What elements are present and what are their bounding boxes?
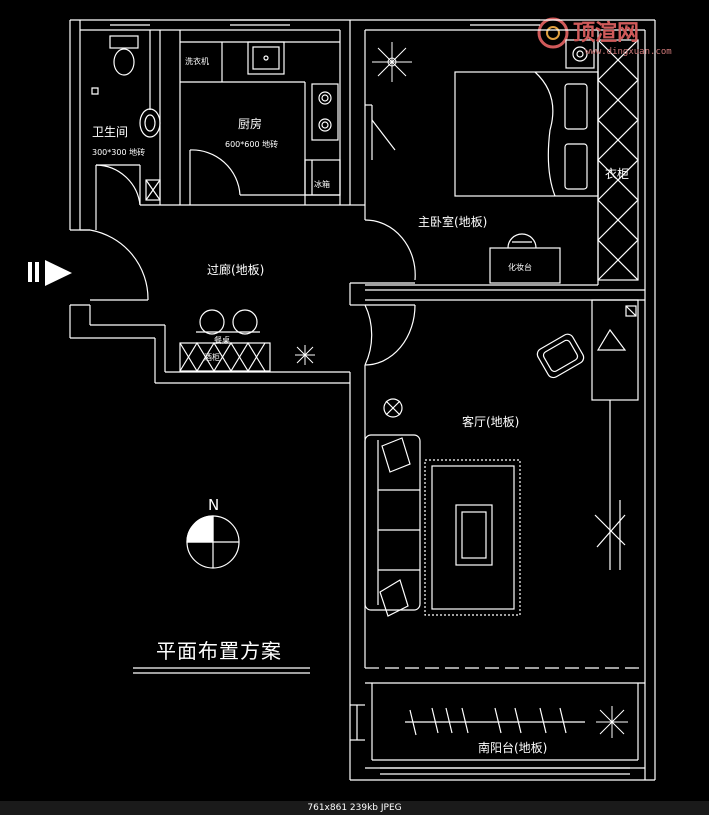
exterior-walls	[69, 19, 656, 781]
bathroom-label: 卫生间	[92, 125, 128, 139]
stove-icon	[311, 83, 339, 141]
washer-label: 洗衣机	[185, 56, 209, 66]
wardrobe-label: 衣柜	[605, 166, 629, 181]
corridor-label: 过廊(地板)	[207, 262, 264, 277]
master-bedroom-label: 主卧室(地板)	[418, 214, 487, 229]
cabinet-label: 酒柜	[204, 352, 220, 362]
watermark-text: 顶渲网	[573, 20, 639, 46]
kitchen-label: 厨房	[238, 116, 262, 131]
cabinet-icon	[179, 342, 271, 372]
armchair-icon	[536, 333, 585, 379]
plan-title: 平面布置方案	[156, 639, 282, 663]
toilet-icon	[109, 35, 139, 49]
kitchen	[179, 30, 350, 206]
balcony	[405, 706, 628, 738]
wardrobe-icon	[597, 39, 639, 281]
fridge-label: 冰箱	[314, 179, 330, 189]
basin-icon	[139, 108, 161, 138]
plant-icon	[372, 42, 412, 82]
entrance-arrow-icon	[28, 260, 72, 286]
vanity-icon	[489, 247, 561, 284]
compass-north-label: N	[208, 496, 219, 514]
vanity-label: 化妆台	[508, 262, 532, 272]
bathroom	[80, 30, 180, 231]
corridor-plant-icon	[295, 345, 315, 365]
cabinet-top-label: 餐桌	[214, 335, 230, 345]
tv-icon	[591, 299, 639, 401]
corridor	[89, 219, 416, 373]
sofa-icon	[364, 434, 421, 617]
rug-icon	[424, 459, 521, 616]
compass-icon	[186, 515, 240, 569]
watermark-url: www.dingxuan.com	[585, 47, 672, 57]
living-room	[364, 289, 645, 617]
bathroom-tile-label: 300*300 地砖	[92, 147, 145, 157]
living-room-label: 客厅(地板)	[462, 414, 519, 429]
windows	[110, 19, 621, 570]
fridge-icon	[304, 159, 341, 196]
balcony-plant-icon	[596, 706, 628, 738]
bed-icon	[454, 71, 599, 197]
kitchen-tile-label: 600*600 地砖	[225, 139, 278, 149]
coffee-table-icon	[455, 504, 493, 566]
balcony-label: 南阳台(地板)	[478, 740, 547, 755]
sink-icon	[247, 41, 285, 75]
watermark-logo-icon	[537, 17, 569, 49]
image-status-bar: 761x861 239kb JPEG	[0, 801, 709, 815]
master-bedroom	[350, 30, 639, 286]
ceiling-light-icon	[383, 398, 403, 418]
